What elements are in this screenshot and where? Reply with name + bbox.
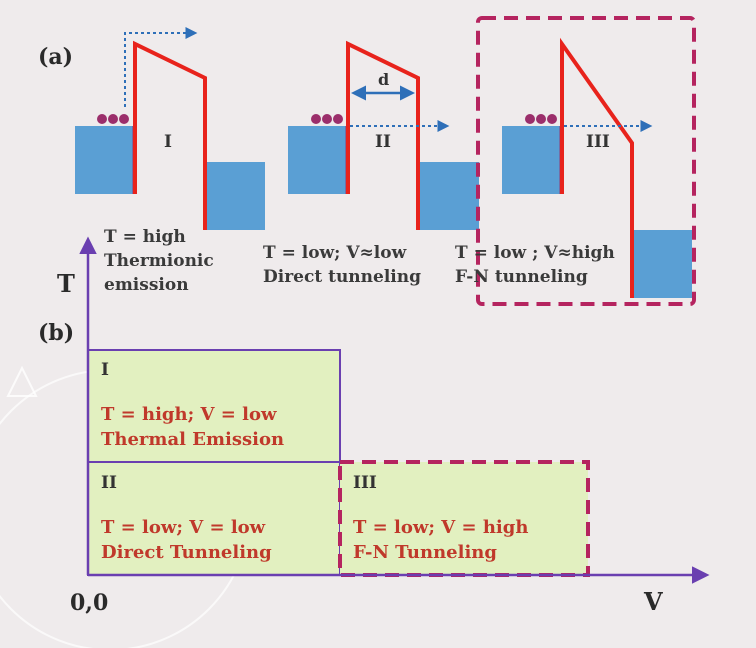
barrier-width-label: d <box>378 70 390 89</box>
regime-2-numeral: II <box>375 132 391 152</box>
regime-2-condition: T = low; V≈low Direct tunneling <box>263 243 422 287</box>
electron <box>525 114 535 124</box>
band-diagram-thermionic <box>75 27 265 230</box>
right-electrode <box>205 162 265 230</box>
electron <box>119 114 129 124</box>
background-triangle-decoration <box>6 365 38 397</box>
electron <box>311 114 321 124</box>
region-2-box <box>87 461 341 576</box>
region-3-numeral: III <box>353 473 377 493</box>
x-axis-label: V <box>644 587 663 616</box>
y-axis-label: T <box>57 269 75 298</box>
region-1-numeral: I <box>101 360 109 380</box>
thermionic-path-arrow <box>124 27 198 107</box>
left-electrode <box>288 126 348 194</box>
region-2-text: T = low; V = low Direct Tunneling <box>101 517 272 563</box>
region-1-box <box>87 349 341 463</box>
electron <box>547 114 557 124</box>
region-1-text: T = high; V = low Thermal Emission <box>101 404 285 450</box>
left-electrode <box>75 126 135 194</box>
electron <box>536 114 546 124</box>
panel-a-label: (a) <box>38 44 74 70</box>
region-2-numeral: II <box>101 473 117 493</box>
electron <box>108 114 118 124</box>
barrier-profile <box>346 40 420 230</box>
electron <box>97 114 107 124</box>
electron <box>333 114 343 124</box>
panel-b-label: (b) <box>38 320 75 346</box>
region-3-text: T = low; V = high F-N Tunneling <box>353 517 529 563</box>
barrier-profile <box>133 40 207 230</box>
right-electrode <box>419 162 479 230</box>
left-electrode <box>502 126 562 194</box>
electron <box>322 114 332 124</box>
band-diagram-fn-tunneling <box>502 37 692 298</box>
regime-3-condition: T = low ; V≈high F-N tunneling <box>455 243 615 287</box>
right-electrode <box>632 230 692 298</box>
highlight-box-regime-3 <box>476 16 696 306</box>
regime-3-numeral: III <box>586 132 610 152</box>
region-3-box <box>338 460 590 577</box>
barrier-profile <box>560 37 634 298</box>
origin-label: 0,0 <box>70 590 109 616</box>
regime-1-numeral: I <box>164 132 172 152</box>
band-diagram-direct-tunneling <box>288 40 479 230</box>
regime-1-condition: T = high Thermionic emission <box>104 227 214 295</box>
